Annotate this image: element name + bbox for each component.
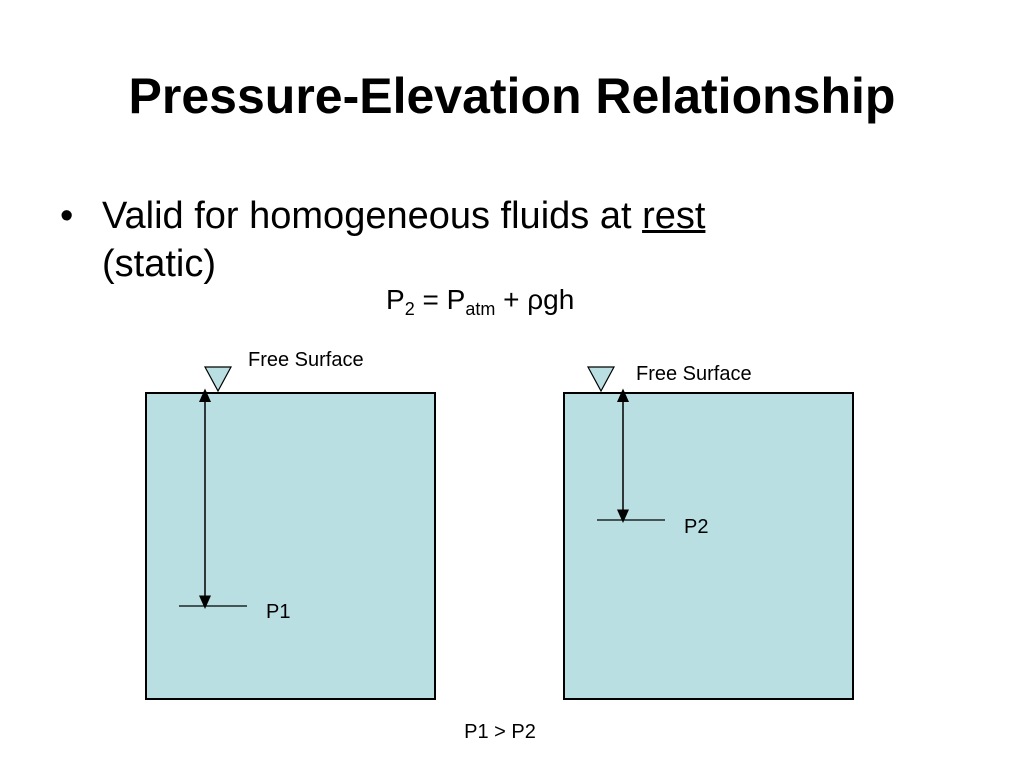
- left-point-label: P1: [266, 601, 290, 623]
- bullet-text-continued: (static): [102, 243, 216, 285]
- left-free-surface-label: Free Surface: [248, 349, 364, 371]
- left-free-surface-icon: [203, 366, 233, 393]
- equation-lhs-symbol: P: [386, 284, 405, 315]
- right-tank: Free Surface P2: [563, 363, 854, 700]
- bullet-text: Valid for homogeneous fluids at rest (sta…: [102, 192, 862, 288]
- pressure-comparison-label: P1 > P2: [464, 721, 536, 743]
- equation-equals: =: [414, 284, 447, 315]
- bullet-emphasis: rest: [642, 195, 706, 237]
- equation-atm-subscript: atm: [465, 299, 496, 319]
- bullet-marker: •: [60, 195, 74, 237]
- right-point-label: P2: [684, 516, 708, 538]
- right-free-surface-icon: [586, 366, 616, 393]
- equation-rest: + ρgh: [495, 284, 575, 315]
- bullet-text-main: Valid for homogeneous fluids at: [102, 195, 643, 237]
- pressure-equation: P2 = Patm + ρgh: [386, 282, 574, 327]
- equation-p-symbol: P: [446, 284, 466, 315]
- right-tank-fluid: [563, 392, 854, 700]
- left-tank: Free Surface P1: [145, 349, 436, 700]
- right-free-surface-label: Free Surface: [636, 363, 752, 385]
- slide-title: Pressure-Elevation Relationship: [128, 68, 896, 124]
- equation-lhs-subscript: 2: [404, 299, 415, 319]
- left-tank-fluid: [145, 392, 436, 700]
